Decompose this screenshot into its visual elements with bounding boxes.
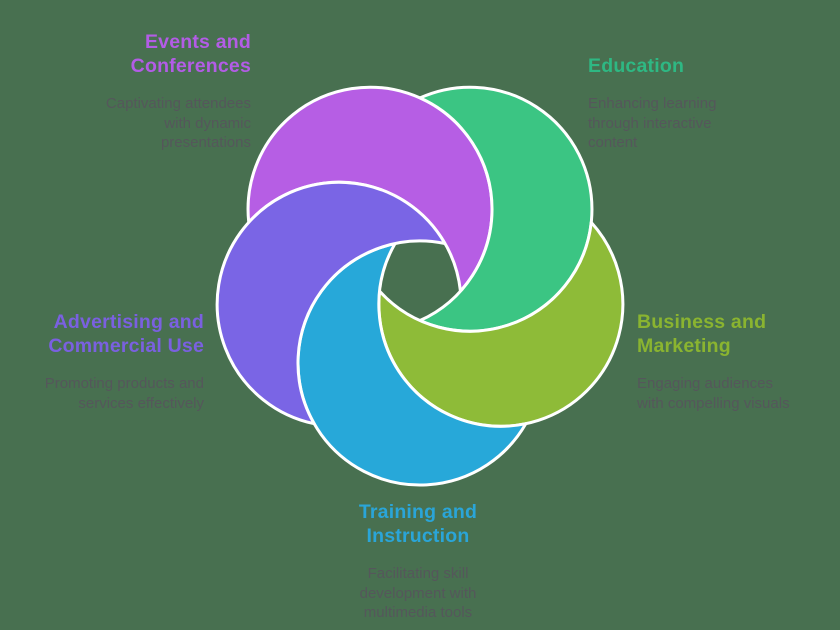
advertising-title: Advertising and Commercial Use <box>0 310 204 358</box>
advertising-description: Promoting products and services effectiv… <box>0 374 204 413</box>
advertising-title-line: Commercial Use <box>48 335 204 357</box>
events-title-line: Events and <box>144 31 251 53</box>
business-title-line: Business and <box>637 311 767 333</box>
business-title-line: Marketing <box>637 335 731 357</box>
training-desc-line: Facilitating skill <box>367 565 469 582</box>
training-description: Facilitating skill development with mult… <box>318 564 518 623</box>
label-business: Business and Marketing Engaging audience… <box>637 310 832 413</box>
advertising-title-line: Advertising and <box>53 311 204 333</box>
events-desc-line: presentations <box>160 134 251 151</box>
training-title-line: Training and <box>358 501 478 523</box>
business-description: Engaging audiences with compelling visua… <box>637 374 832 413</box>
education-description: Enhancing learning through interactive c… <box>588 94 798 153</box>
education-title: Education <box>588 54 798 78</box>
education-desc-line: through interactive <box>588 114 712 132</box>
label-education: Education Enhancing learning through int… <box>588 54 798 153</box>
events-title: Events and Conferences <box>11 30 251 78</box>
education-desc-line: content <box>588 134 638 151</box>
education-desc-line: Enhancing learning <box>588 95 717 112</box>
petal-advertising <box>215 180 447 426</box>
training-title: Training and Instruction <box>318 500 518 548</box>
advertising-desc-line: services effectively <box>78 394 204 412</box>
training-desc-line: multimedia tools <box>363 604 473 621</box>
events-desc-line: with dynamic <box>164 114 251 132</box>
advertising-desc-line: Promoting products and <box>44 375 204 392</box>
events-description: Captivating attendees with dynamic prese… <box>11 94 251 153</box>
business-title: Business and Marketing <box>637 310 832 358</box>
training-desc-line: development with <box>359 584 477 602</box>
training-title-line: Instruction <box>366 525 470 547</box>
label-training: Training and Instruction Facilitating sk… <box>318 500 518 623</box>
education-title-line: Education <box>588 55 685 77</box>
events-desc-line: Captivating attendees <box>105 95 251 112</box>
label-events: Events and Conferences Captivating atten… <box>11 30 251 153</box>
business-desc-line: with compelling visuals <box>637 394 790 412</box>
events-title-line: Conferences <box>130 55 251 77</box>
business-desc-line: Engaging audiences <box>637 375 773 392</box>
label-advertising: Advertising and Commercial Use Promoting… <box>0 310 204 413</box>
